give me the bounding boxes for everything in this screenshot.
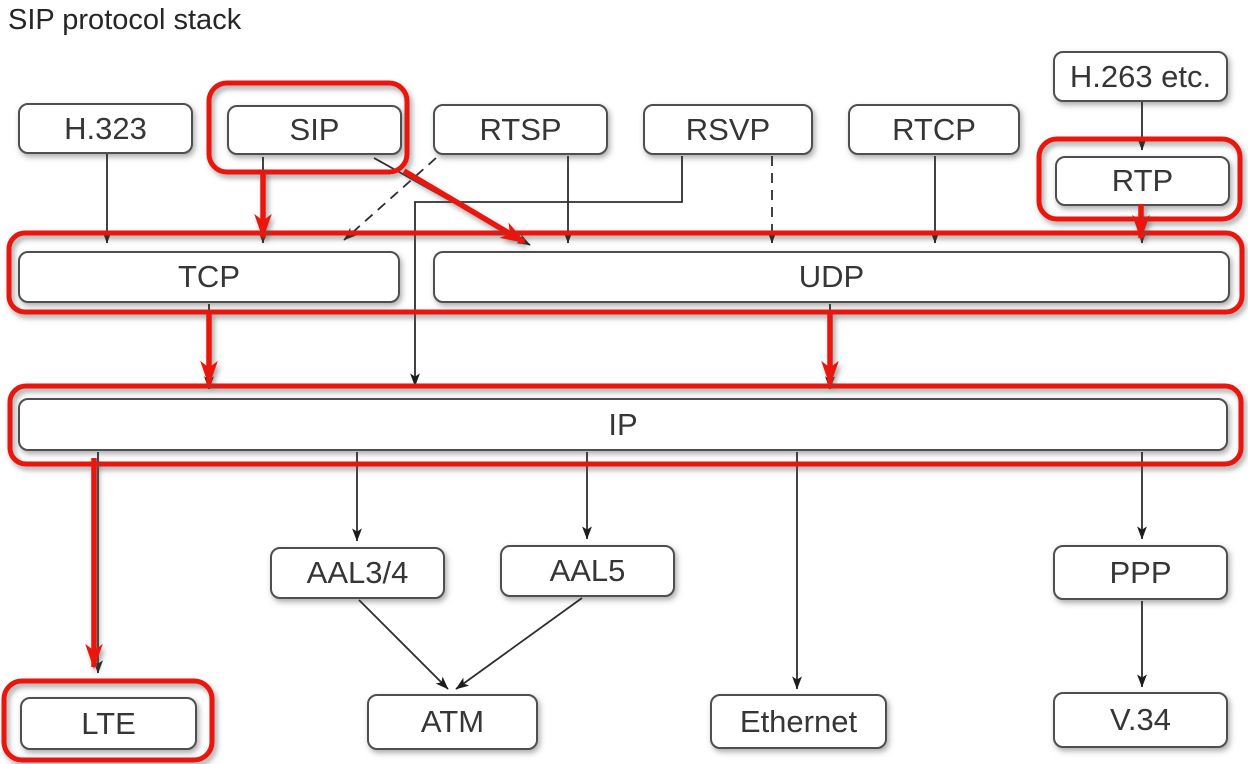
node-rsvp: RSVP: [643, 104, 813, 155]
edge-rtsp-tcp: [343, 157, 437, 241]
edge-aal5-atm: [455, 597, 583, 690]
node-lte-label: LTE: [81, 705, 136, 741]
node-ethernet: Ethernet: [710, 694, 887, 749]
node-h263: H.263 etc.: [1053, 51, 1228, 102]
node-rtp-label: RTP: [1111, 163, 1174, 198]
node-rtsp-label: RTSP: [479, 111, 562, 147]
node-h323-label: H.323: [64, 110, 147, 146]
node-rtcp-label: RTCP: [892, 111, 976, 147]
node-aal5-label: AAL5: [549, 553, 626, 588]
node-ppp-label: PPP: [1109, 554, 1172, 590]
node-h323: H.323: [18, 103, 193, 154]
node-rtp: RTP: [1055, 156, 1230, 206]
node-aal34-label: AAL3/4: [306, 555, 409, 590]
node-v34-label: V.34: [1110, 702, 1171, 737]
node-udp: UDP: [433, 251, 1230, 303]
diagram-title: SIP protocol stack: [8, 4, 242, 36]
red-arrow-sip-udp: [402, 168, 526, 245]
node-atm-label: ATM: [420, 704, 485, 739]
node-tcp-label: TCP: [178, 259, 240, 294]
node-sip-label: SIP: [289, 112, 340, 147]
node-aal5: AAL5: [500, 545, 675, 597]
node-v34: V.34: [1053, 692, 1228, 748]
node-ip-label: IP: [608, 406, 638, 442]
node-aal34: AAL3/4: [270, 547, 445, 599]
node-h263-label: H.263 etc.: [1069, 58, 1212, 94]
node-atm: ATM: [367, 694, 538, 750]
node-ppp: PPP: [1053, 545, 1228, 600]
node-rsvp-label: RSVP: [685, 111, 771, 147]
node-tcp: TCP: [18, 251, 400, 303]
node-rtcp: RTCP: [848, 104, 1020, 155]
edge-aal34-atm: [358, 599, 449, 690]
node-lte: LTE: [20, 697, 197, 750]
node-udp-label: UDP: [798, 259, 865, 294]
node-sip: SIP: [227, 105, 402, 155]
edge-sip-udp: [373, 157, 531, 246]
node-ip: IP: [18, 398, 1228, 451]
node-rtsp: RTSP: [433, 104, 608, 155]
node-ethernet-label: Ethernet: [739, 703, 858, 739]
